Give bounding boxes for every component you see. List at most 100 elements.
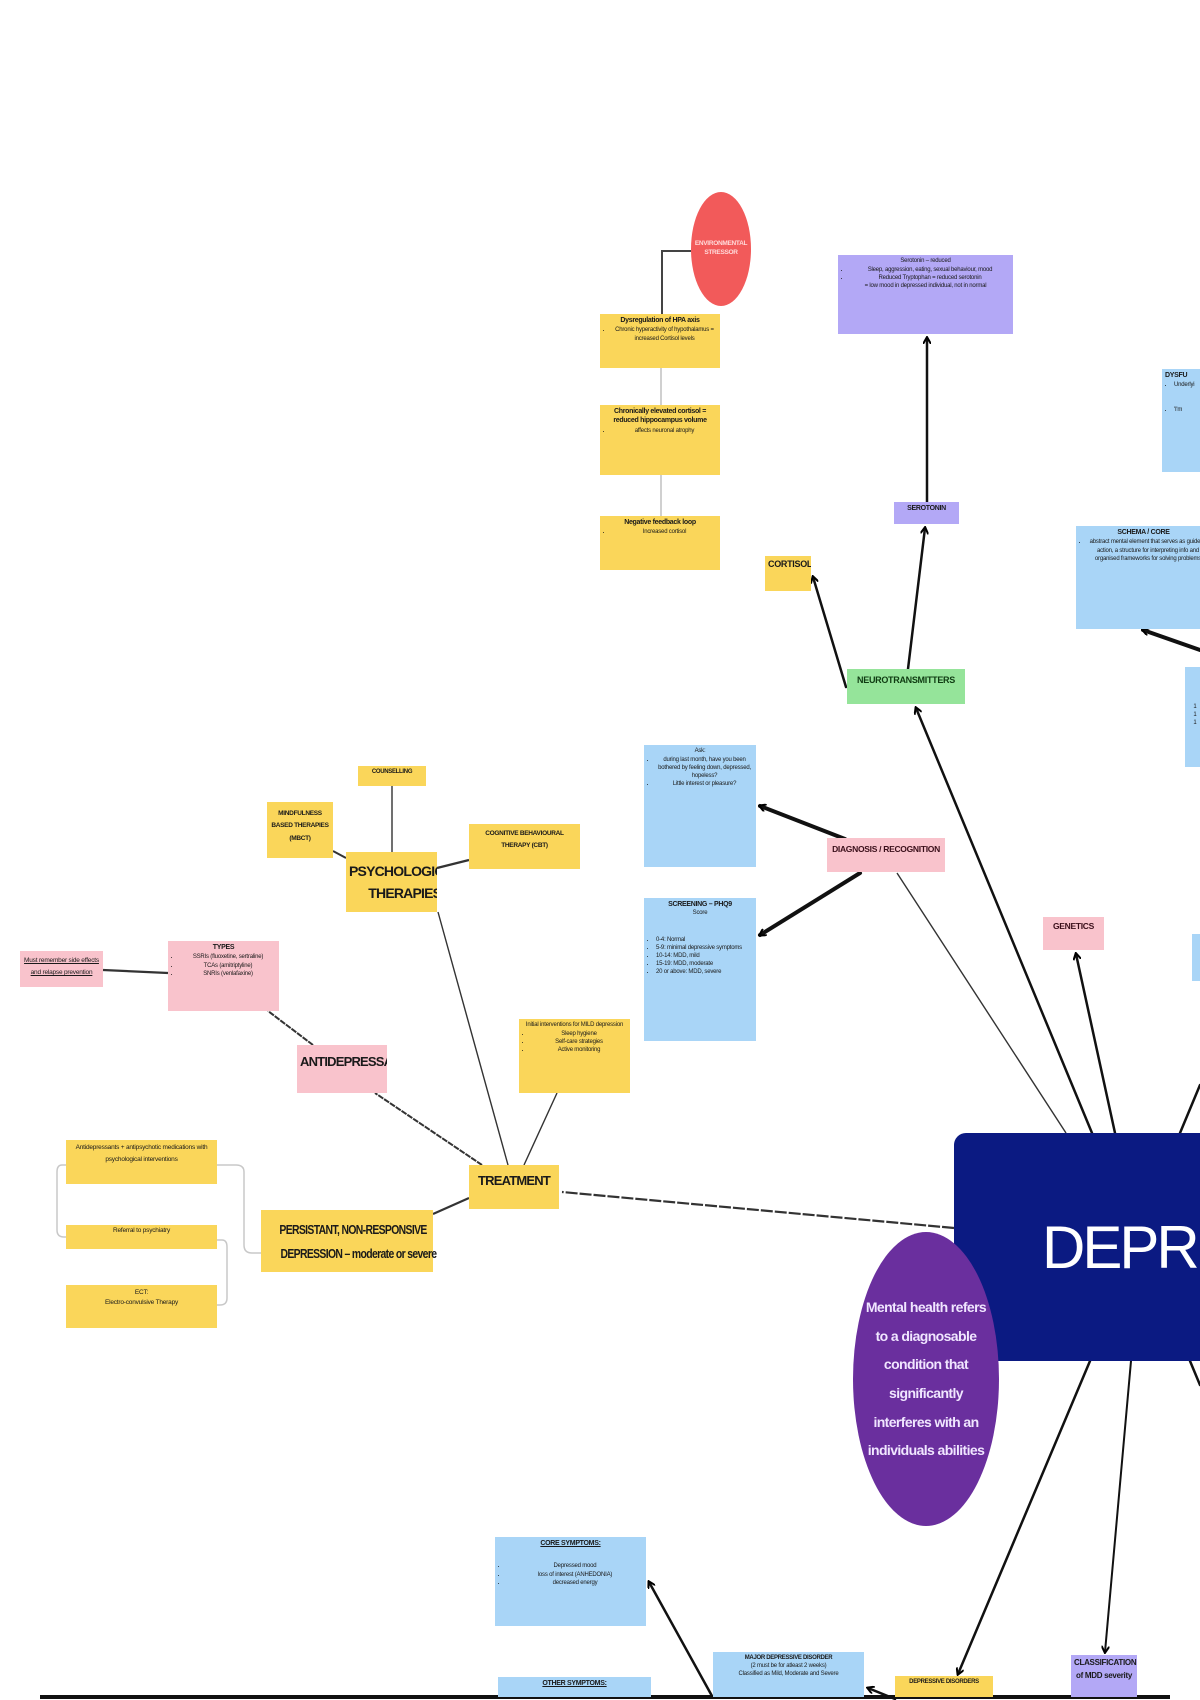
node-bullet: Sleep, aggression, eating, sexual behavi…: [850, 266, 1010, 274]
node-title: SCREENING – PHQ9: [668, 901, 732, 908]
node-bullet: Reduced Tryptophan = reduced serotonin: [850, 274, 1010, 282]
node-bullet: TCAs (amitriptyline): [180, 962, 276, 970]
node-title: OTHER SYMPTOMS:: [542, 1680, 607, 1687]
cbt-node[interactable]: COGNITIVE BEHAVIOURAL THERAPY (CBT): [469, 824, 580, 869]
connector: [523, 1092, 558, 1166]
screening-node[interactable]: SCREENING – PHQ9 Score 0-4: Normal 5-9: …: [644, 898, 756, 1041]
partial-list-node[interactable]: 1 1 1: [1185, 667, 1200, 767]
node-label: CLASSIFICATION of MDD severity: [1074, 1658, 1137, 1680]
other-symptoms-node[interactable]: OTHER SYMPTOMS:: [498, 1677, 651, 1697]
core-symptoms-node[interactable]: CORE SYMPTOMS: Depressed mood loss of in…: [495, 1537, 646, 1626]
node-label: PERSISTANT, NON-RESPONSIVE: [279, 1222, 427, 1237]
node-bullet: 10-14: MDD, mild: [656, 952, 753, 960]
list-item: 1: [1193, 712, 1197, 719]
partial-blue-node[interactable]: [1192, 934, 1200, 981]
schema-node[interactable]: SCHEMA / CORE abstract mental element th…: [1076, 526, 1200, 629]
depression-title: DEPRESSION: [1042, 1213, 1200, 1281]
arrow: [760, 806, 847, 841]
node-line: Classified as Mild, Moderate and Severe: [738, 1671, 839, 1678]
ect-node[interactable]: ECT: Electro-convulsive Therapy: [66, 1285, 217, 1328]
cortisol-node[interactable]: CORTISOL: [765, 556, 811, 591]
node-label: GENETICS: [1052, 921, 1095, 931]
node-bullet: Increased cortisol: [612, 528, 717, 536]
connector: [437, 911, 509, 1166]
node-title: SCHEMA / CORE: [1117, 529, 1170, 536]
hpa-axis-node[interactable]: Dysregulation of HPA axis Chronic hypera…: [600, 314, 720, 368]
node-label: NEUROTRANSMITTERS: [857, 675, 955, 685]
node-bullet: Sleep hygiene: [531, 1030, 627, 1038]
dysfunction-node[interactable]: DYSFU Underlyi'I'm: [1162, 369, 1200, 472]
arrow: [906, 528, 925, 671]
referral-node[interactable]: Referral to psychiatry: [66, 1225, 217, 1249]
side-effects-note[interactable]: Must remember side effects and relapse p…: [20, 951, 103, 987]
node-label: DEPRESSIVE DISORDERS: [909, 1679, 979, 1685]
neurotransmitters-node[interactable]: NEUROTRANSMITTERS: [847, 669, 965, 704]
connector: [432, 1196, 470, 1216]
depressive-disorders-node[interactable]: DEPRESSIVE DISORDERS: [895, 1676, 993, 1697]
serotonin-detail-node[interactable]: Serotonin – reduced Sleep, aggression, e…: [838, 255, 1013, 334]
antidepressants-node[interactable]: ANTIDEPRESSANTS: [297, 1045, 387, 1093]
combination-therapy-node[interactable]: Antidepressants + antipsychotic medicati…: [66, 1140, 217, 1184]
node-bullet: abstract mental element that serves as g…: [1088, 538, 1200, 562]
node-label: DEPRESSION – moderate or severe: [280, 1246, 437, 1261]
arrow: [649, 1582, 714, 1698]
node-bullet: 5-9: minimal depressive symptoms: [656, 944, 753, 952]
node-line: (2 must be for atleast 2 weeks): [750, 1663, 827, 1670]
connector: [332, 850, 347, 859]
counselling-node[interactable]: COUNSELLING: [358, 766, 426, 786]
connector: [374, 1092, 483, 1166]
node-bullet: Active monitoring: [531, 1046, 627, 1054]
connector: [1178, 1083, 1200, 1135]
diagnosis-node[interactable]: DIAGNOSIS / RECOGNITION: [827, 838, 945, 872]
arrow: [1105, 1360, 1132, 1652]
node-label: CORTISOL: [768, 559, 811, 569]
psychological-therapies-node[interactable]: PSYCHOLOGICAL THERAPIES: [346, 852, 437, 912]
serotonin-node[interactable]: SEROTONIN: [894, 502, 959, 524]
stressor-label: ENVIRONMENTAL STRESSOR: [694, 240, 748, 256]
classification-node[interactable]: CLASSIFICATION of MDD severity: [1071, 1655, 1137, 1697]
node-bullet: 15-19: MDD, moderate: [656, 960, 753, 968]
connector: [56, 1164, 66, 1238]
definition-bubble[interactable]: Mental health refers to a diagnosable co…: [853, 1232, 999, 1526]
node-bullet: Self-care strategies: [531, 1038, 627, 1046]
node-label: TREATMENT: [478, 1173, 551, 1188]
ask-node[interactable]: Ask: during last month, have you been bo…: [644, 745, 756, 867]
definition-text: Mental health refers to a diagnosable co…: [865, 1298, 987, 1459]
node-title: Serotonin – reduced: [900, 258, 951, 264]
connector: [1188, 1359, 1200, 1387]
node-label: MINDFULNESS BASED THERAPIES (MBCT): [271, 810, 329, 842]
negative-feedback-node[interactable]: Negative feedback loop Increased cortiso…: [600, 516, 720, 570]
arrow: [1076, 954, 1117, 1135]
persistent-depression-node[interactable]: PERSISTANT, NON-RESPONSIVE DEPRESSION – …: [261, 1210, 437, 1272]
node-bullet: Chronic hyperactivity of hypothalamus = …: [612, 326, 717, 342]
node-title: Chronically elevated cortisol = reduced …: [613, 408, 707, 425]
node-bullet: affects neuronal atrophy: [612, 427, 717, 435]
arrow: [1143, 630, 1200, 652]
types-node[interactable]: TYPES SSRIs (fluoxetine, sertraline) TCA…: [168, 941, 279, 1011]
list-item: 1: [1193, 704, 1197, 710]
node-bullet: 0-4: Normal: [656, 936, 753, 944]
treatment-node[interactable]: TREATMENT: [469, 1165, 559, 1209]
node-title: MAJOR DEPRESSIVE DISORDER: [744, 1655, 833, 1661]
hippocampus-node[interactable]: Chronically elevated cortisol = reduced …: [600, 405, 720, 475]
genetics-node[interactable]: GENETICS: [1043, 917, 1104, 950]
node-label: ANTIDEPRESSANTS: [300, 1054, 387, 1069]
node-label: PSYCHOLOGICAL THERAPIES: [349, 862, 437, 901]
connector: [102, 968, 169, 975]
node-title: Ask:: [694, 748, 706, 754]
node-label: DIAGNOSIS / RECOGNITION: [832, 844, 940, 854]
depression-central-node[interactable]: DEPRESSION: [954, 1133, 1200, 1361]
mdd-node[interactable]: MAJOR DEPRESSIVE DISORDER (2 must be for…: [713, 1652, 864, 1697]
mbct-node[interactable]: MINDFULNESS BASED THERAPIES (MBCT): [267, 802, 333, 858]
node-bullet: 20 or above: MDD, severe: [656, 968, 753, 976]
node-title: Negative feedback loop: [624, 519, 696, 526]
environmental-stressor-node[interactable]: ENVIRONMENTAL STRESSOR: [691, 192, 751, 306]
node-label: Referral to psychiatry: [112, 1227, 170, 1234]
node-title: Initial interventions for MILD depressio…: [525, 1022, 624, 1028]
node-bullet: during last month, have you been bothere…: [656, 756, 753, 780]
node-label: Antidepressants + antipsychotic medicati…: [75, 1144, 208, 1164]
node-title: Dysregulation of HPA axis: [620, 317, 700, 324]
node-title: TYPES: [212, 944, 235, 951]
mild-interventions-node[interactable]: Initial interventions for MILD depressio…: [519, 1019, 630, 1093]
